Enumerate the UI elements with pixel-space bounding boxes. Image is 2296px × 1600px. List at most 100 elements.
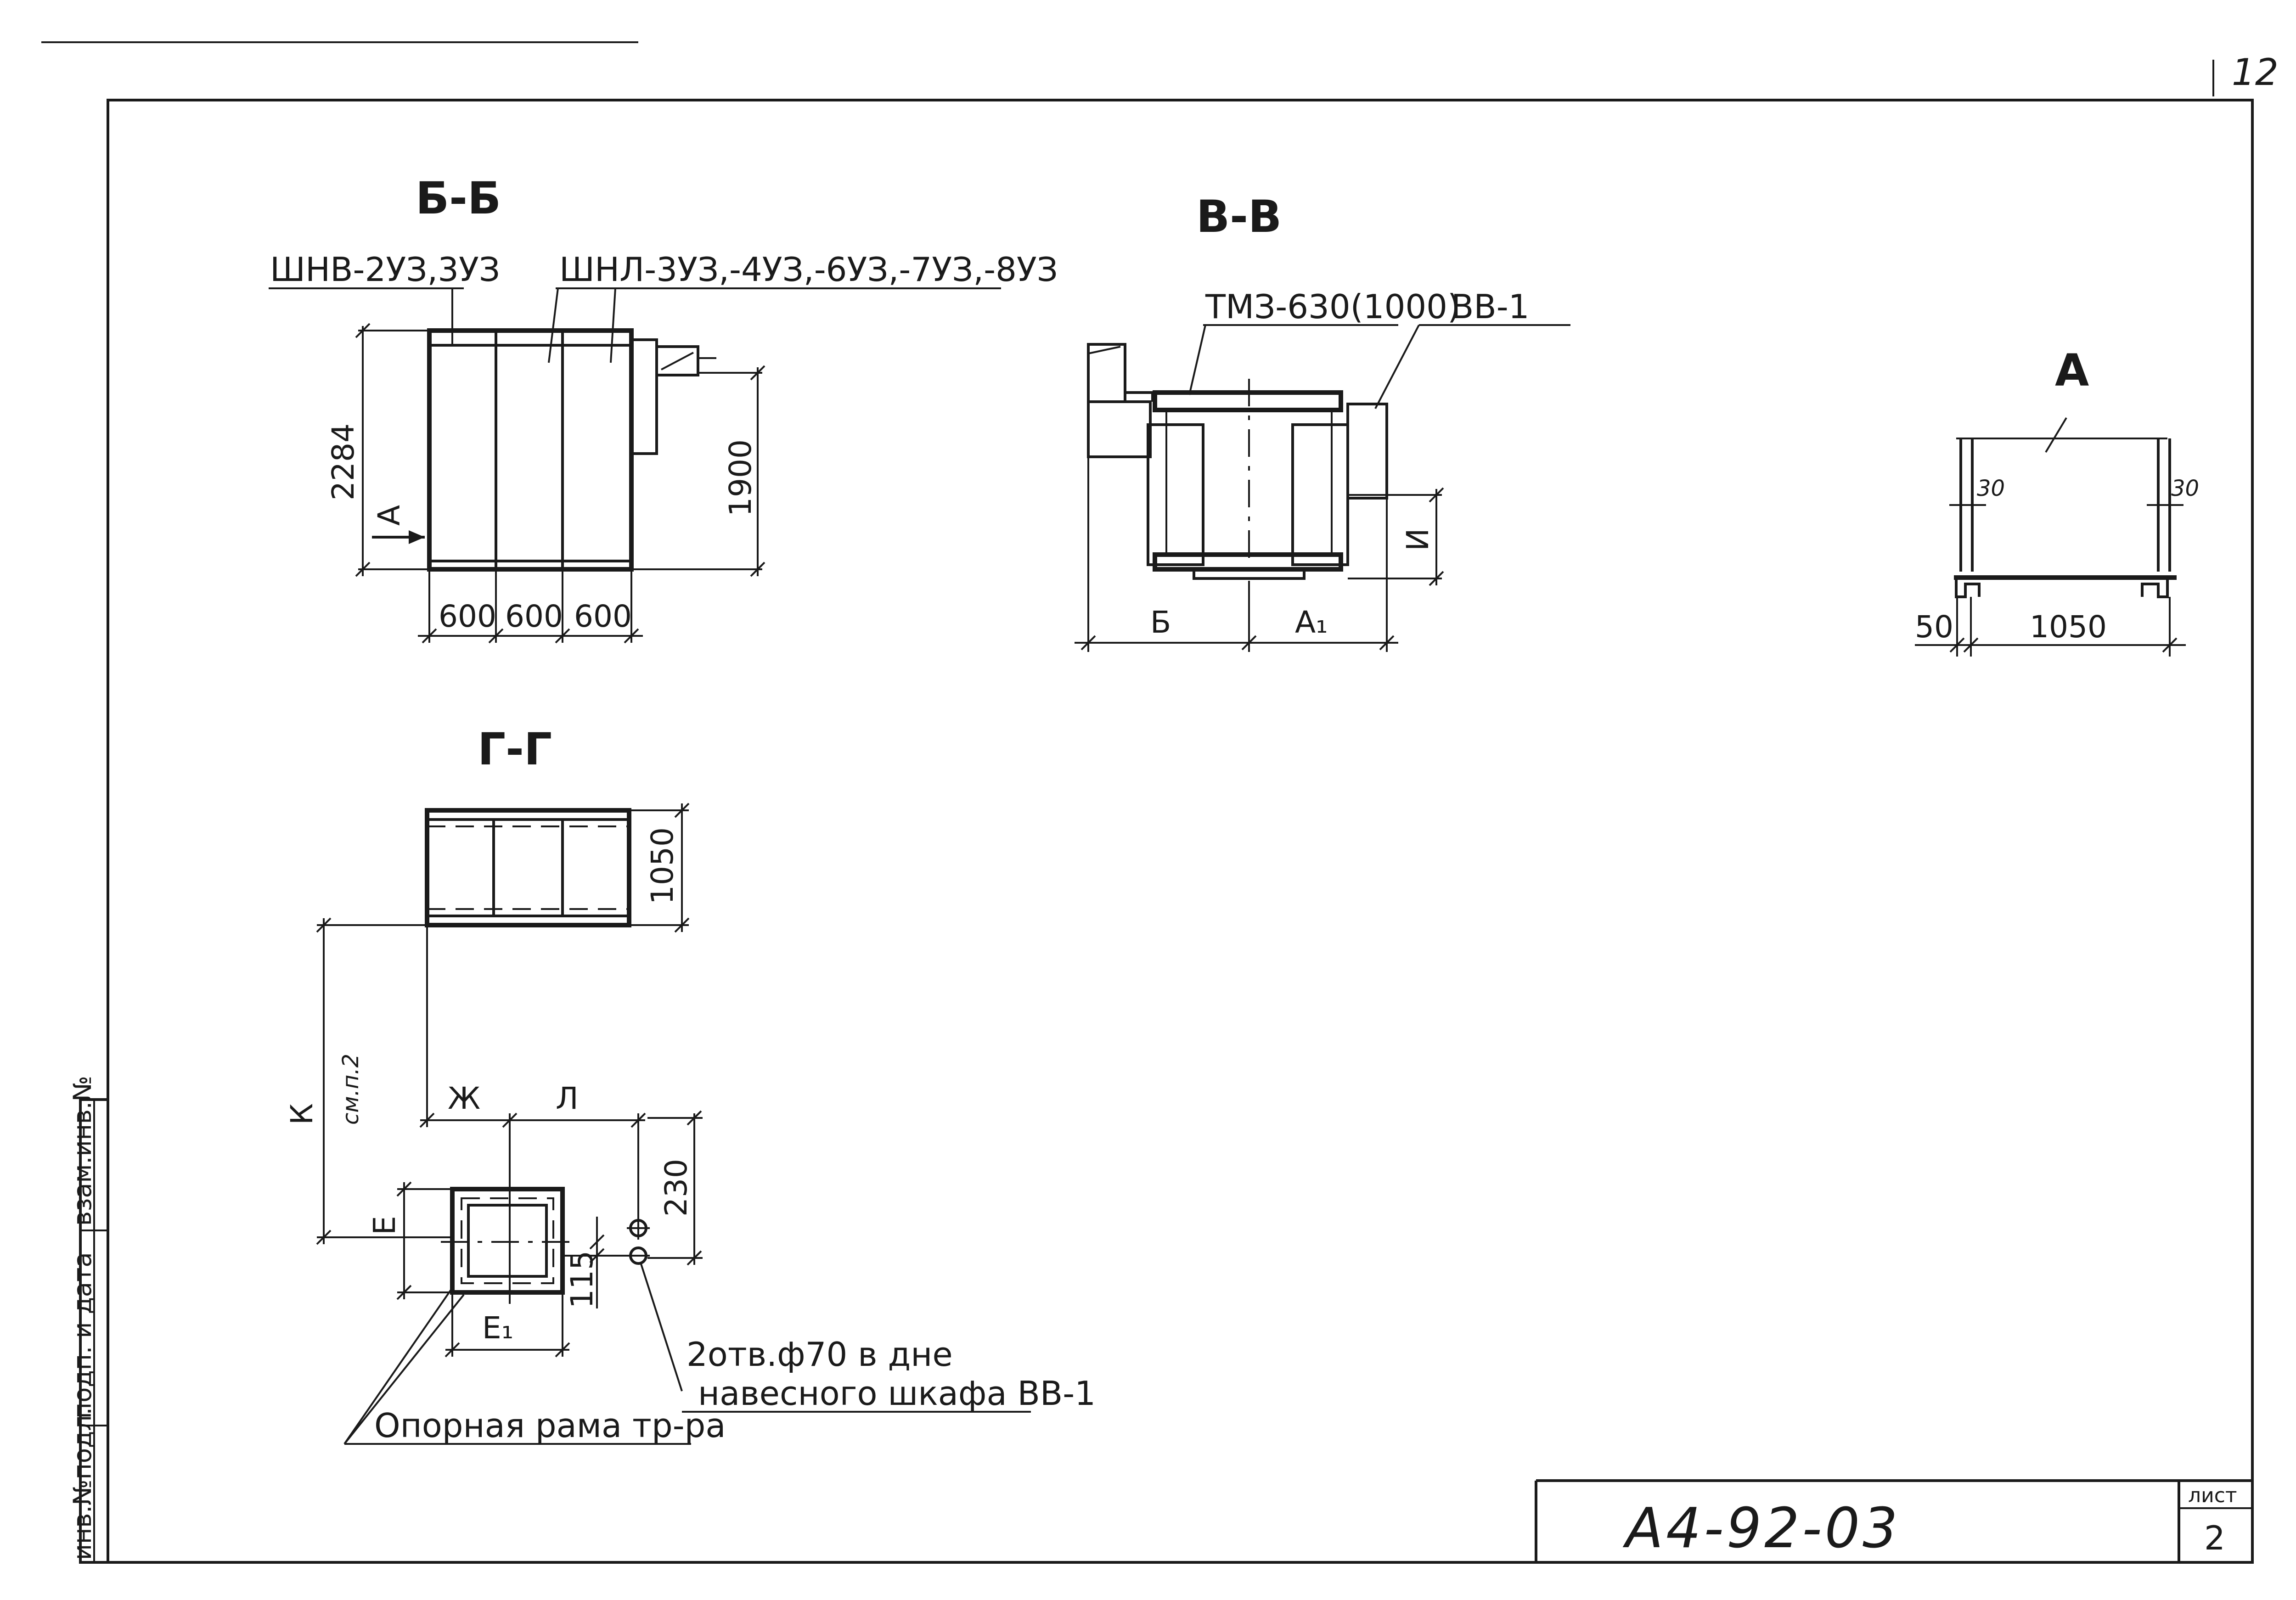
section-gg-title: Г-Г — [478, 724, 552, 775]
dim-tick — [1963, 637, 1979, 653]
dim-tick — [502, 1112, 518, 1128]
view-arrow-head — [409, 530, 425, 544]
label-right-leader — [548, 288, 559, 363]
cable-box-lower — [1087, 400, 1152, 458]
transformer-base — [1153, 552, 1343, 572]
side-cabinet-box — [630, 338, 658, 455]
dim-1050-gg: 1050 — [645, 827, 680, 904]
dim-tick — [355, 561, 371, 577]
dim-tick — [396, 1181, 412, 1197]
section-vv: В-В ТМЗ-630(1000) ВВ-1 И — [1075, 191, 1570, 652]
section-vv-title: В-В — [1196, 191, 1282, 242]
dim-50: 50 — [1915, 609, 1953, 645]
dim-tick — [630, 1112, 646, 1128]
dim-600: 600 — [505, 599, 563, 634]
transformer-top — [1153, 390, 1343, 412]
dim-tick — [674, 803, 690, 818]
label-cabinet-vv1: ВВ-1 — [1451, 287, 1530, 326]
dim-600: 600 — [439, 599, 496, 634]
bus-outlet-hatch — [661, 352, 694, 371]
dim-tick — [316, 917, 332, 933]
dim-tick — [1080, 635, 1096, 651]
dim-tick — [750, 365, 765, 381]
dim-tick — [555, 628, 570, 644]
dim-tick — [419, 1112, 435, 1128]
dim-tick — [624, 628, 639, 644]
dim-a1: А₁ — [1295, 605, 1328, 640]
support-frame-outer — [450, 1187, 565, 1295]
dim-2284: 2284 — [326, 423, 361, 500]
side-stamp-sign-date: подп. и дата — [68, 1252, 97, 1419]
dim-tick — [1379, 635, 1395, 651]
dim-tick — [589, 1248, 605, 1263]
dim-tick — [445, 1342, 460, 1358]
dim-tick — [674, 917, 690, 933]
dim-tick — [1429, 571, 1444, 586]
cabinet-vv1 — [1346, 403, 1388, 500]
dim-tick — [555, 1342, 570, 1358]
channel-left — [1955, 578, 1981, 598]
frame-note-leader — [343, 1294, 465, 1445]
transformer-frame — [1193, 568, 1306, 580]
dim-tick — [488, 628, 504, 644]
sheet-label: лист — [2188, 1484, 2237, 1507]
note-frame: Опорная рама тр-ра — [374, 1406, 726, 1445]
dim-230: 230 — [658, 1159, 694, 1217]
dim-k: К — [284, 1103, 320, 1125]
transformer-coil-right — [1291, 423, 1349, 566]
dim-l: Л — [556, 1081, 579, 1116]
dim-tick — [396, 1285, 412, 1300]
dim-600: 600 — [574, 599, 632, 634]
dim-e1: Е₁ — [482, 1310, 513, 1346]
drawing-frame — [107, 99, 2254, 1564]
view-a-title: А — [2055, 345, 2089, 396]
dim-30-right: 30 — [2171, 476, 2199, 501]
dim-tick — [1241, 635, 1257, 651]
dim-tick — [316, 1229, 332, 1245]
note-holes-line2: навесного шкафа ВВ-1 — [698, 1374, 1096, 1413]
dim-tick — [589, 1234, 605, 1250]
frame-note-leader — [343, 1287, 453, 1445]
support-frame-hidden — [461, 1197, 554, 1284]
channel-right — [2141, 578, 2169, 598]
side-stamp: инв.№подл. подп. и дата взам.инв.№ — [68, 1076, 109, 1564]
dim-zh: Ж — [448, 1081, 480, 1116]
dim-1900: 1900 — [723, 439, 758, 516]
dim-115: 115 — [564, 1251, 600, 1308]
dim-tick — [422, 628, 437, 644]
transformer-coil-left — [1147, 423, 1204, 566]
dim-30-left: 30 — [1977, 476, 2005, 501]
bus-outlet — [655, 345, 699, 376]
dim-tick — [750, 561, 765, 577]
section-bb-label-left: ШНВ-2УЗ,3УЗ — [270, 250, 500, 289]
section-bb-label-right: ШНЛ-3УЗ,-4УЗ,-6УЗ,-7УЗ,-8УЗ — [559, 250, 1058, 289]
side-stamp-inv-no: инв.№подл. — [68, 1407, 97, 1560]
dim-tick — [687, 1250, 702, 1266]
label-transformer-leader — [1188, 325, 1206, 395]
cabinet-plan — [425, 808, 631, 927]
hole-note-leader — [640, 1262, 683, 1392]
dim-tick — [1949, 637, 1965, 653]
dim-tick — [1429, 487, 1444, 503]
sheet-number: 2 — [2204, 1519, 2225, 1557]
note-holes-line1: 2отв.ф70 в дне — [687, 1335, 953, 1374]
dim-tick — [2162, 637, 2178, 653]
break-mark — [2045, 417, 2067, 453]
label-transformer: ТМЗ-630(1000) — [1205, 287, 1460, 326]
side-stamp-replaces: взам.инв.№ — [68, 1076, 97, 1226]
label-cabinet-leader — [1374, 325, 1420, 409]
section-gg: Г-Г 1050 К см.п.2 Ж Л — [284, 724, 1096, 1445]
view-a: А 30 30 50 1050 — [1915, 345, 2199, 657]
cabinet-row — [427, 328, 634, 572]
doc-code: А4-92-03 — [1622, 1497, 1900, 1561]
dim-i: И — [1400, 528, 1435, 551]
section-bb-title: Б-Б — [416, 173, 501, 224]
view-arrow-label: А — [371, 505, 407, 526]
section-bb: Б-Б ШНВ-2УЗ,3УЗ ШНЛ-3УЗ,-4УЗ,-6УЗ,-7УЗ,-… — [269, 173, 1058, 644]
dim-b: Б — [1150, 605, 1171, 640]
dim-tick — [355, 323, 371, 338]
dim-e: Е — [367, 1216, 402, 1235]
note-k: см.п.2 — [338, 1054, 364, 1125]
dim-1050-view-a: 1050 — [2030, 609, 2107, 645]
